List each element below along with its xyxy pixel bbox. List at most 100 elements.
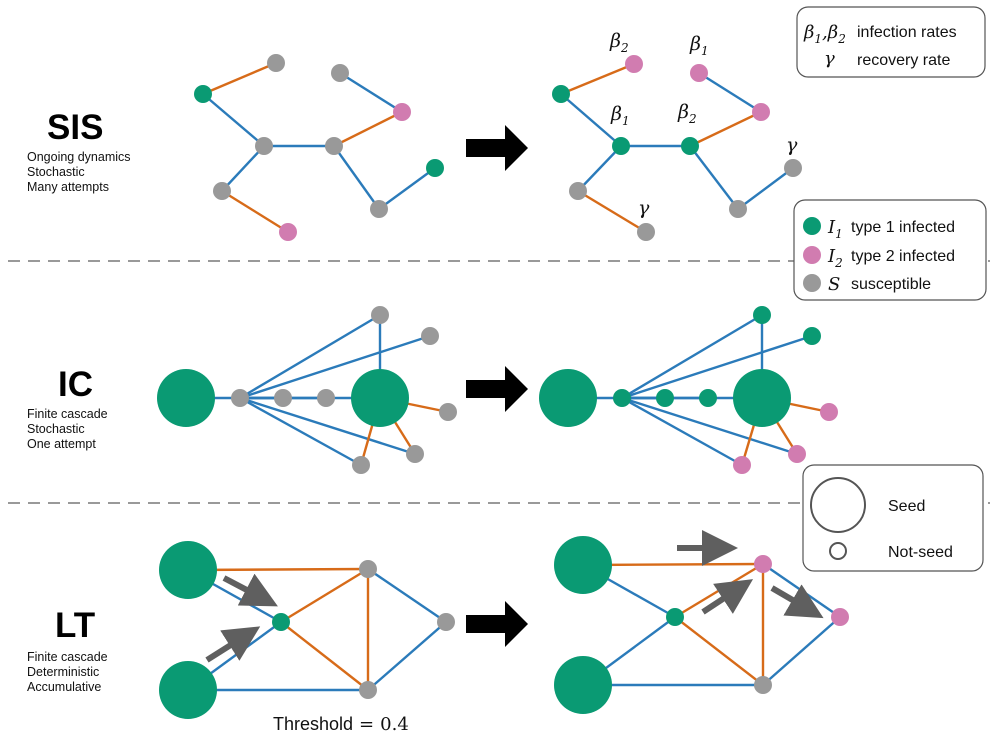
ic-network-after: [539, 306, 838, 474]
ic-before-edge-2: [239, 334, 431, 400]
lt-before-node-1-infected1: [159, 661, 217, 719]
ic-before-node-8-susceptible: [406, 445, 424, 463]
ic-before-node-6-susceptible: [421, 327, 439, 345]
seed-legend-large-circle: [810, 477, 866, 533]
seed-legend-seed-label: Seed: [888, 498, 925, 515]
lt-after-edge-8: [762, 616, 841, 686]
sis-after-node-2-infected2: [690, 64, 708, 82]
sis-network-before: [194, 54, 444, 241]
sis-before-edge-2: [339, 71, 403, 114]
lt-before-edge-0: [187, 567, 369, 572]
rates-legend-gamma-symbol: γ: [824, 48, 835, 69]
lt-before-node-3-susceptible: [359, 560, 377, 578]
lt-arrow-before-upper: [222, 573, 278, 607]
rates-legend: β1,β2 infection rates γ recovery rate: [796, 6, 986, 78]
legend-susceptible-symbol: S: [828, 274, 840, 295]
state-legend: I1 type 1 infected I2 type 2 infected S …: [793, 199, 987, 301]
sis-before-node-8-susceptible: [370, 200, 388, 218]
lt-arrow-after-right: [770, 584, 824, 619]
legend-susceptible-label: susceptible: [851, 276, 931, 293]
lt-before-edge-5: [280, 621, 369, 691]
ic-after-node-6-infected1: [803, 327, 821, 345]
sis-before-node-3-infected2: [393, 103, 411, 121]
sis-before-node-7-susceptible: [213, 182, 231, 200]
ic-after-node-2-infected1: [656, 389, 674, 407]
seed-legend: Seed Not-seed: [802, 464, 984, 572]
ic-after-edge-1: [621, 313, 763, 400]
ic-after-node-7-infected2: [820, 403, 838, 421]
beta2-label-mid: β2: [677, 101, 697, 126]
sis-after-edge-0: [560, 62, 635, 96]
sis-rate-annotations: β2 β1 β1 β2 γ γ: [609, 30, 798, 219]
lt-before-node-0-infected1: [159, 541, 217, 599]
ic-after-node-5-infected1: [753, 306, 771, 324]
ic-before-edge-7: [239, 396, 362, 467]
ic-desc-line-3: One attempt: [27, 437, 96, 451]
threshold-label: Threshold=0.4: [273, 714, 409, 735]
section-lt-label: LT Finite cascade Deterministic Accumula…: [27, 606, 108, 694]
sis-before-edge-8: [378, 167, 436, 210]
lt-desc-line-2: Deterministic: [27, 665, 99, 679]
legend-infected2-label: type 2 infected: [851, 248, 955, 265]
sis-after-node-0-infected1: [552, 85, 570, 103]
beta2-label-top: β2: [609, 30, 629, 55]
lt-arrow-after-middle: [701, 579, 754, 615]
ic-before-node-7-susceptible: [439, 403, 457, 421]
sis-before-edge-0: [202, 61, 277, 96]
ic-after-node-0-infected1: [539, 369, 597, 427]
gamma-label-bottom: γ: [638, 197, 650, 219]
sis-after-edge-3: [689, 110, 762, 148]
sis-after-node-8-susceptible: [729, 200, 747, 218]
ic-transition-arrow: [466, 366, 528, 412]
ic-before-node-4-infected1: [351, 369, 409, 427]
sis-after-edge-6: [577, 189, 647, 234]
ic-desc-line-2: Stochastic: [27, 422, 85, 436]
lt-after-node-0-infected1: [554, 536, 612, 594]
lt-influence-arrows: [205, 530, 824, 663]
lt-after-node-4-susceptible: [754, 676, 772, 694]
ic-before-edge-6: [239, 396, 416, 456]
legend-infected2-dot: [803, 246, 821, 264]
sis-desc-line-3: Many attempts: [27, 180, 109, 194]
sis-before-node-1-susceptible: [267, 54, 285, 72]
lt-transition-arrow: [466, 601, 528, 647]
legend-infected1-label: type 1 infected: [851, 219, 955, 236]
sis-after-edge-1: [560, 93, 622, 147]
lt-arrow-before-lower: [205, 626, 261, 663]
lt-before-node-2-infected1: [272, 613, 290, 631]
rates-legend-infection-label: infection rates: [857, 24, 957, 41]
ic-before-edge-1: [239, 313, 381, 400]
ic-before-node-0-infected1: [157, 369, 215, 427]
ic-before-node-9-susceptible: [352, 456, 370, 474]
sis-after-node-4-infected1: [612, 137, 630, 155]
lt-title: LT: [55, 606, 95, 645]
ic-before-node-2-susceptible: [274, 389, 292, 407]
gamma-label-right: γ: [786, 134, 798, 156]
lt-before-edge-8: [367, 621, 447, 691]
lt-after-node-5-infected2: [831, 608, 849, 626]
ic-before-node-3-susceptible: [317, 389, 335, 407]
sis-after-node-6-susceptible: [784, 159, 802, 177]
seed-legend-small-circle: [829, 542, 847, 560]
ic-before-node-1-susceptible: [231, 389, 249, 407]
sis-before-node-2-susceptible: [331, 64, 349, 82]
lt-desc-line-1: Finite cascade: [27, 650, 108, 664]
sis-after-node-7-susceptible: [569, 182, 587, 200]
sis-after-edge-2: [698, 71, 762, 114]
sis-desc-line-2: Stochastic: [27, 165, 85, 179]
state-legend-box: [793, 199, 987, 301]
sis-before-node-4-susceptible: [255, 137, 273, 155]
sis-after-node-5-infected1: [681, 137, 699, 155]
sis-after-edge-8: [737, 167, 794, 210]
sis-desc-line-1: Ongoing dynamics: [27, 150, 131, 164]
seed-legend-nonseed-label: Not-seed: [888, 544, 953, 561]
sis-before-edge-3: [333, 110, 403, 148]
sis-before-node-5-susceptible: [325, 137, 343, 155]
lt-before-node-4-susceptible: [359, 681, 377, 699]
ic-after-node-8-infected2: [788, 445, 806, 463]
legend-infected1-dot: [803, 217, 821, 235]
sis-after-node-9-susceptible: [637, 223, 655, 241]
ic-after-node-1-infected1: [613, 389, 631, 407]
ic-after-node-3-infected1: [699, 389, 717, 407]
ic-desc-line-1: Finite cascade: [27, 407, 108, 421]
